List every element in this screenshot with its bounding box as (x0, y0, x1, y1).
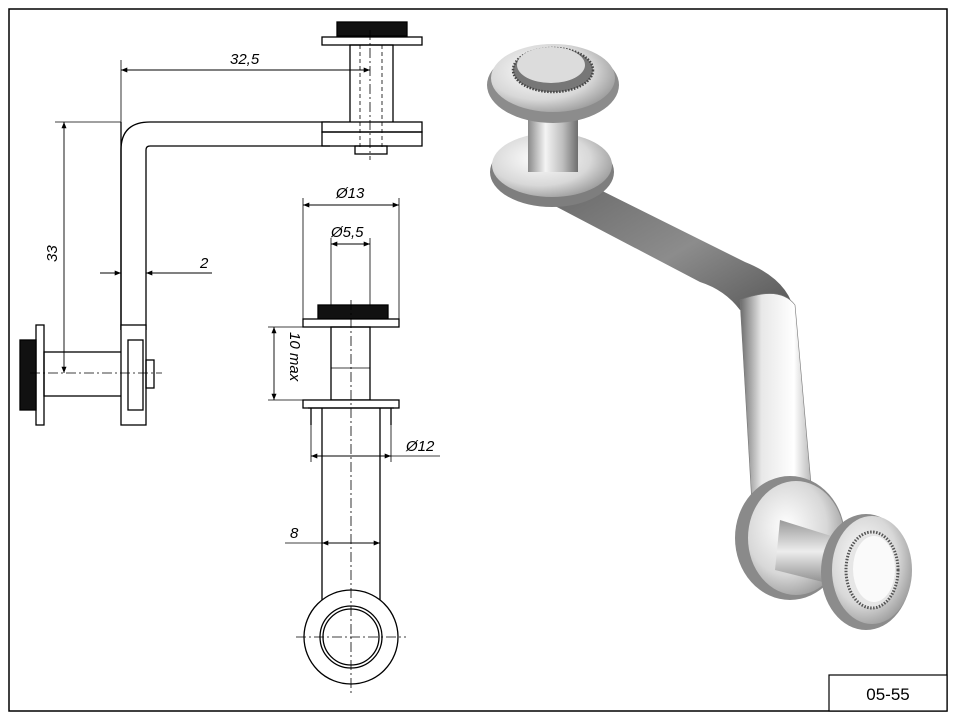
dim-arm-height: 33 (44, 245, 61, 262)
side-view (19, 21, 423, 426)
drawing-code: 05-55 (866, 685, 909, 704)
drawing-border (8, 8, 948, 712)
dim-glass-thickness: 10 max (286, 332, 303, 382)
dim-outer-diameter: Ø13 (335, 185, 365, 202)
dim-arm-length: 32,5 (230, 51, 260, 68)
dim-hole-diameter: Ø5,5 (330, 224, 364, 241)
dim-arm-width: 8 (290, 525, 299, 542)
product-render (487, 44, 912, 630)
dim-shaft-diameter: Ø12 (405, 438, 435, 455)
dim-thickness: 2 (199, 255, 209, 272)
drawing-code-box: 05-55 (828, 674, 948, 712)
front-view (268, 198, 440, 695)
